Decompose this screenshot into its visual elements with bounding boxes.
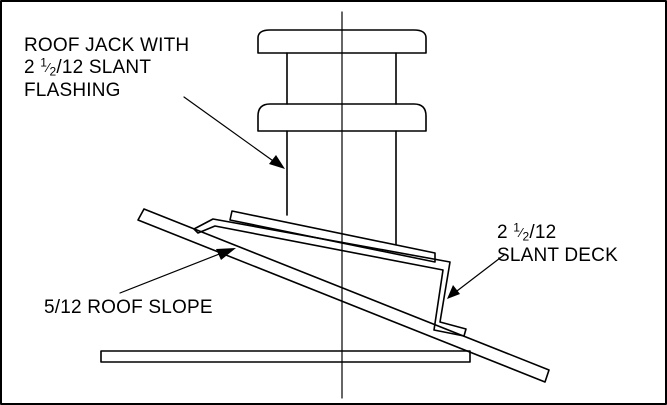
roof-jack-label: ROOF JACK WITH 2 1⁄2/12 SLANT FLASHING: [24, 35, 189, 102]
slant-deck-whole-number: 2: [497, 222, 508, 243]
roof-slope-leader: [119, 250, 228, 294]
slant-deck-label-line-1: 2 1⁄2/12: [497, 222, 618, 245]
fraction-denominator: 2: [49, 64, 57, 79]
roof-jack-label-line-2: 2 1⁄2/12 SLANT: [24, 57, 189, 80]
fraction-numerator: 1: [513, 220, 521, 235]
roof-slope-label: 5/12 ROOF SLOPE: [44, 297, 213, 318]
slant-deck-ratio: /12: [529, 222, 557, 243]
top-cap: [257, 29, 427, 54]
roof-jack-whole-number: 2: [24, 57, 35, 78]
fraction-denominator: 2: [522, 229, 530, 244]
slant-deck-fraction: 1⁄2: [513, 220, 530, 244]
fraction-numerator: 1: [40, 55, 48, 70]
roof-jack-label-line-3: FLASHING: [24, 80, 121, 101]
roof-slope-arrowhead: [216, 248, 236, 260]
roof-jack-fraction: 1⁄2: [40, 55, 57, 79]
slant-deck-outer: [193, 218, 467, 337]
slant-deck-label: 2 1⁄2/12 SLANT DECK: [497, 222, 618, 267]
roof-jack-label-slant: /12 SLANT: [56, 57, 152, 78]
roof-jack-arrowhead: [269, 155, 285, 169]
slant-deck-leader: [452, 254, 505, 295]
base-plate: [100, 350, 471, 363]
slant-deck-arrowhead: [447, 285, 460, 299]
roof-jack-leader: [183, 96, 277, 164]
roof-surface: [137, 208, 550, 383]
slant-deck-label-line-2: SLANT DECK: [497, 245, 618, 266]
flashing-collar: [229, 210, 436, 263]
second-cap: [257, 103, 427, 132]
roof-jack-label-line-1: ROOF JACK WITH: [24, 35, 190, 56]
